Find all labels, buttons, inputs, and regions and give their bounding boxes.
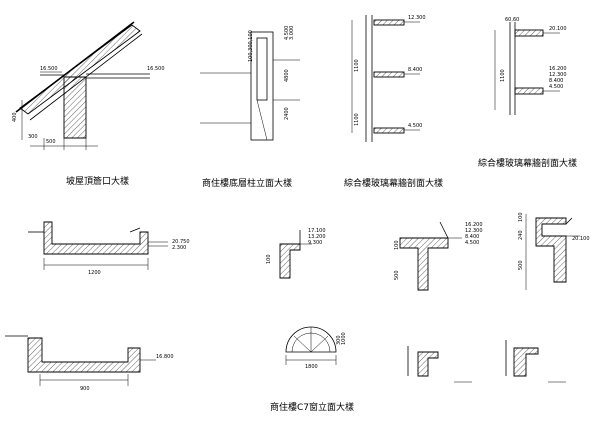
cs2-dim-1100: 1100 (500, 69, 506, 82)
eave-dim-400: 400 (12, 112, 18, 122)
cs1-elev-3: 4.500 (408, 123, 422, 129)
arch-dim-h: 1000 (341, 332, 347, 345)
sill-elev-2: 2.300 (172, 245, 186, 251)
cs2-elev-1: 20.100 (549, 26, 567, 32)
eave-beam (63, 76, 87, 139)
sm-elev-2: 13.200 (308, 234, 326, 240)
large-sill-detail: 16.800 900 (5, 335, 174, 392)
lsill-dim-900: 900 (80, 386, 90, 392)
cs1-elev-1: 12.300 (408, 15, 426, 21)
curtain-wall-section-1: 12.300 8.400 4.500 1100 1100 綜合樓玻璃幕牆剖面大樣 (344, 15, 443, 189)
lsill-elev: 16.800 (156, 354, 174, 360)
cs2-elev-5: 4.500 (549, 84, 563, 90)
sill-dim-1200: 1200 (88, 270, 101, 276)
arch-window-elevation: 1800 300 1000 商住樓C7窗立面大樣 (270, 326, 354, 413)
curtain-section-1-title: 綜合樓玻璃幕牆剖面大樣 (344, 177, 443, 189)
col-dim-2400: 2400 (284, 107, 290, 120)
eave-elev-2: 16.500 (147, 66, 165, 72)
large-sill-slab (27, 337, 141, 373)
cs2-top-dim: 60,60 (505, 17, 519, 23)
small-section: 17.100 13.200 9.300 100 (266, 228, 326, 279)
eave-detail: 16.500 16.500 400 300 500 坡屋頂簷口大樣 (12, 21, 165, 187)
stacked-section: 20.100 240 500 100 (518, 212, 590, 290)
arch-dim-v: 300 (336, 335, 342, 345)
sill-slab (43, 221, 149, 255)
window-elevation-title: 商住樓C7窗立面大樣 (270, 401, 354, 413)
cnr-dim-500: 500 (394, 270, 400, 280)
corner-section: 16.200 12.300 8.400 4.500 500 100 (394, 221, 483, 291)
cnr-elev-3: 8.400 (465, 234, 479, 240)
eave-dim-500: 500 (46, 139, 56, 145)
col-dim-1: 100,300,100 (248, 30, 254, 62)
stk-elev: 20.100 (572, 236, 590, 242)
eave-elev-1: 16.500 (40, 66, 58, 72)
eave-dim-300: 300 (28, 134, 38, 140)
cs1-elev-2: 8.400 (408, 67, 422, 73)
cnr-elev-1: 16.200 (465, 222, 483, 228)
lower-small-details (407, 340, 566, 383)
curtain-section-2-title: 綜合樓玻璃幕牆剖面大樣 (478, 157, 577, 169)
sill-detail: 20.750 2.300 1200 (28, 221, 190, 276)
col-elev-top: 4.500 (284, 26, 290, 40)
col-dim-4800: 4800 (284, 69, 290, 82)
sill-elev-1: 20.750 (172, 239, 190, 245)
curtain-wall-section-2: 60,60 20.100 16.200 12.300 8.400 4.500 1… (478, 17, 577, 169)
sm-elev-3: 9.300 (308, 240, 322, 246)
column-elevation: 4.500 3.000 100,300,100 4800 2400 商住樓底層柱… (200, 26, 300, 189)
column-elevation-title: 商住樓底層柱立面大樣 (202, 177, 292, 189)
cs2-elev-4: 8.400 (549, 78, 563, 84)
cnr-elev-2: 12.300 (465, 228, 483, 234)
eave-detail-title: 坡屋頂簷口大樣 (66, 175, 129, 187)
cs2-elev-2: 16.200 (549, 66, 567, 72)
cs2-elev-3: 12.300 (549, 72, 567, 78)
col-elev-mid: 3.000 (289, 26, 295, 40)
sm-dim-100: 100 (266, 254, 272, 264)
arch-dim-1800: 1800 (305, 364, 318, 370)
stk-dim-500: 500 (518, 260, 524, 270)
stk-dim-100: 100 (518, 212, 524, 222)
sm-elev-1: 17.100 (308, 228, 326, 234)
cnr-elev-4: 4.500 (465, 240, 479, 246)
cs1-dim-1100b: 1100 (354, 113, 360, 126)
stk-dim-240: 240 (518, 230, 524, 240)
cs1-dim-1100a: 1100 (354, 59, 360, 72)
cnr-dim-100: 100 (394, 240, 400, 250)
